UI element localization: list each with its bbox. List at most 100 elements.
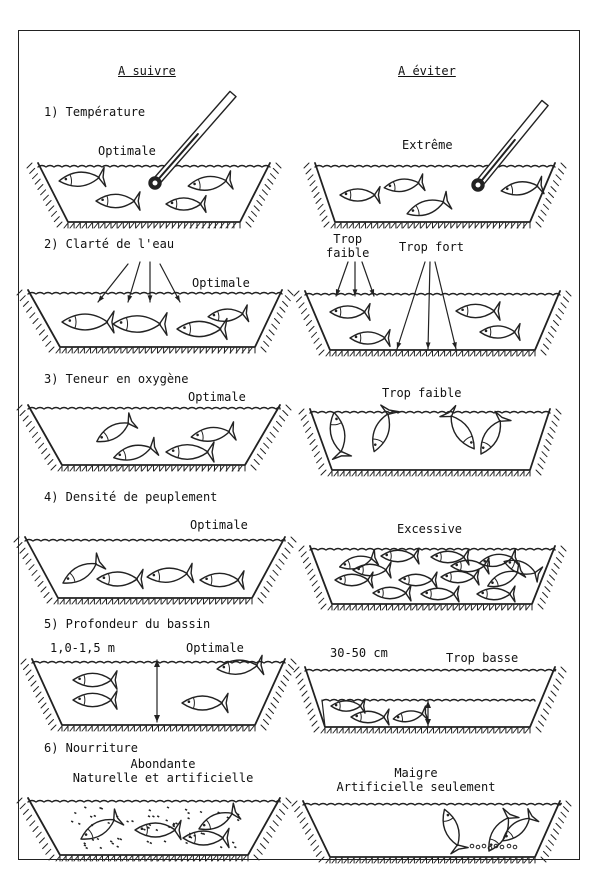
light-arrow — [427, 261, 431, 350]
light-arrow-head — [127, 295, 133, 302]
header-avoid: A éviter — [398, 64, 456, 78]
fish — [96, 412, 139, 443]
fish — [330, 698, 366, 714]
pond-oxygen-left-outline — [27, 404, 281, 466]
label-depth-left-value: 1,0-1,5 m — [50, 641, 116, 655]
fish — [95, 191, 141, 211]
fish — [430, 548, 470, 566]
fish — [349, 328, 391, 348]
pond-depth-left-water-surface — [31, 660, 286, 664]
light-arrow-head — [425, 342, 431, 349]
pond-density-right-hatch-right — [537, 545, 567, 610]
fish — [455, 301, 501, 321]
label-depth-too-low: Trop basse — [446, 651, 519, 665]
fish — [165, 194, 207, 214]
pond-depth-right-outline — [304, 666, 556, 728]
fish — [500, 175, 545, 196]
thermometer-optimal — [148, 90, 237, 190]
light-arrow-head — [396, 342, 402, 349]
section-title-temperature: 1) Température — [44, 105, 146, 119]
pond-depth-right-water-surface — [304, 668, 557, 672]
fish — [398, 571, 438, 589]
pond-clarity-right-hatch-right — [540, 290, 572, 356]
depth-arrow-low-head-bottom — [425, 719, 431, 726]
pond-clarity-right-hatch-bottom — [329, 350, 536, 357]
light-arrow-head — [369, 289, 375, 296]
pond-oxygen-right-water-surface — [309, 410, 551, 414]
fish-feeding — [442, 808, 469, 855]
light-arrow-head — [98, 295, 104, 302]
header-follow: A suivre — [118, 64, 176, 78]
pond-clarity-left-hatch-right — [260, 289, 294, 353]
pond-clarity-right-outline — [304, 290, 561, 351]
fish — [190, 421, 237, 442]
pond-oxygen-right-hatch-floor — [327, 470, 531, 477]
pond-density-right-hatch-bottom — [331, 604, 533, 611]
fish — [113, 436, 160, 461]
light-arrow — [127, 261, 141, 303]
pond-depth-right — [304, 666, 556, 728]
pond-depth-left-hatch-right — [260, 658, 297, 731]
pond-density-left-hatch-floor — [53, 598, 251, 605]
pond-clarity-right-hatch-left — [293, 290, 325, 356]
pond-oxygen-left-hatch-left — [16, 404, 57, 471]
light-arrow — [396, 261, 426, 350]
pond-depth-left-hatch-left — [20, 658, 57, 731]
fish — [350, 708, 390, 726]
pond-food-left-water-surface — [27, 799, 281, 803]
label-depth-optimal: Optimale — [186, 641, 244, 655]
pond-depth-right-hatch-right — [535, 666, 567, 733]
pond-depth-left-outline — [31, 658, 286, 726]
pond-food-right-hatch-left — [291, 800, 325, 863]
pond-clarity-left-outline — [27, 289, 283, 348]
fish — [80, 808, 125, 840]
pond-density-left — [24, 536, 286, 599]
pond-food-right — [302, 800, 561, 858]
pond-density-right — [309, 545, 556, 605]
fish — [207, 304, 250, 323]
pond-food-left-hatch-left — [16, 797, 55, 861]
pond-temperature-right-hatch-bottom — [334, 222, 531, 229]
pond-density-left-hatch-bottom — [57, 598, 253, 605]
label-clarity-too-weak: Trop faible — [326, 232, 370, 260]
fish — [181, 692, 229, 714]
light-arrow-head — [335, 289, 341, 296]
figure-frame — [18, 30, 580, 860]
fish-at-surface — [372, 404, 400, 453]
pond-density-right-hatch-left — [298, 545, 327, 610]
fish — [72, 670, 118, 690]
label-density-excessive: Excessive — [397, 522, 463, 536]
fish-at-surface — [329, 411, 353, 461]
pond-oxygen-left-hatch-right — [250, 404, 292, 471]
depth-arrow-low-head-top — [425, 701, 431, 708]
label-temperature-extreme: Extrême — [402, 138, 453, 152]
pond-depth-right-hatch-bottom — [324, 727, 531, 734]
pond-depth-left — [31, 658, 286, 726]
fish-feeding — [501, 808, 540, 842]
fish — [58, 166, 107, 188]
pond-density-right-outline — [309, 545, 556, 605]
pond-density-left-hatch-left — [13, 536, 53, 604]
label-depth-right-value: 30-50 cm — [330, 646, 388, 660]
pond-clarity-left-hatch-bottom — [59, 347, 256, 354]
light-arrow-head — [174, 295, 180, 302]
label-clarity-too-strong: Trop fort — [399, 240, 465, 254]
label-temperature-optimal: Optimale — [98, 144, 156, 158]
pond-oxygen-left-water-surface — [27, 406, 281, 410]
fish — [420, 585, 460, 603]
fish — [165, 441, 215, 463]
pond-food-right-hatch-bottom — [329, 857, 536, 864]
fish — [476, 585, 516, 603]
label-food-abundant: Abondante Naturelle et artificielle — [72, 757, 254, 785]
fish — [112, 312, 168, 336]
pond-density-right-hatch-floor — [327, 604, 531, 611]
light-arrow — [434, 261, 457, 350]
pond-oxygen-left-hatch-floor — [57, 465, 243, 472]
fish — [96, 568, 144, 590]
fish — [62, 552, 107, 584]
fish — [338, 548, 380, 570]
pond-temperature-left-hatch-floor — [63, 222, 237, 229]
label-oxygen-optimal: Optimale — [188, 390, 246, 404]
pond-food-right-hatch-floor — [325, 857, 535, 864]
